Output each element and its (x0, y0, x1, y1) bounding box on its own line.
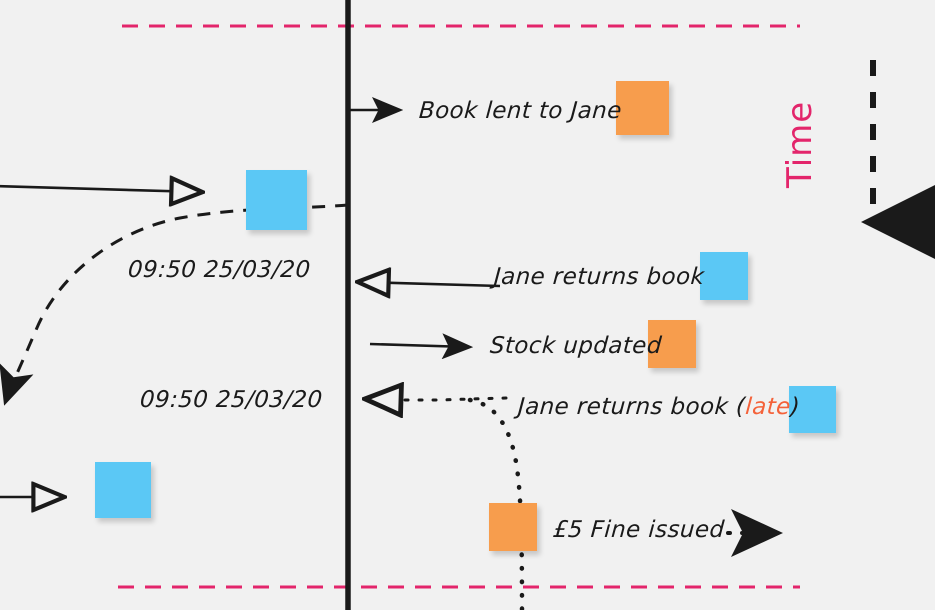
message-label-jane-returns-late: Jane returns book (late) (517, 394, 801, 420)
note-jane-returns[interactable] (700, 252, 748, 300)
curve-dotted-fine (467, 397, 525, 610)
arrow-incoming-upper-left (0, 186, 200, 192)
note-book-lent[interactable] (616, 81, 669, 135)
note-jane-returns-late[interactable] (789, 386, 836, 433)
timestamp-jane-returns-late: 09:50 25/03/20 (139, 387, 324, 413)
note-lower-left[interactable] (95, 462, 151, 518)
time-axis-label: Time (780, 100, 820, 188)
arrow-stock-updated (369, 333, 474, 360)
timestamp-jane-returns: 09:50 25/03/20 (127, 257, 312, 283)
arrow-jane-returns (360, 282, 501, 286)
message-text-late: Jane returns book (517, 394, 730, 420)
message-label-stock-updated: Stock updated (489, 333, 663, 359)
late-marker: late (744, 394, 792, 420)
note-stock-updated[interactable] (648, 320, 696, 368)
late-paren-close: ) (789, 394, 801, 420)
curve-dashed-upper-left (0, 203, 349, 406)
message-label-fine-issued: £5 Fine issued (552, 517, 726, 543)
note-upper-left[interactable] (246, 170, 307, 230)
message-label-jane-returns: Jane returns book (493, 264, 706, 290)
message-label-book-lent: Book lent to Jane (418, 98, 623, 124)
arrow-jane-returns-late (368, 398, 508, 400)
note-fine-issued[interactable] (489, 503, 537, 551)
